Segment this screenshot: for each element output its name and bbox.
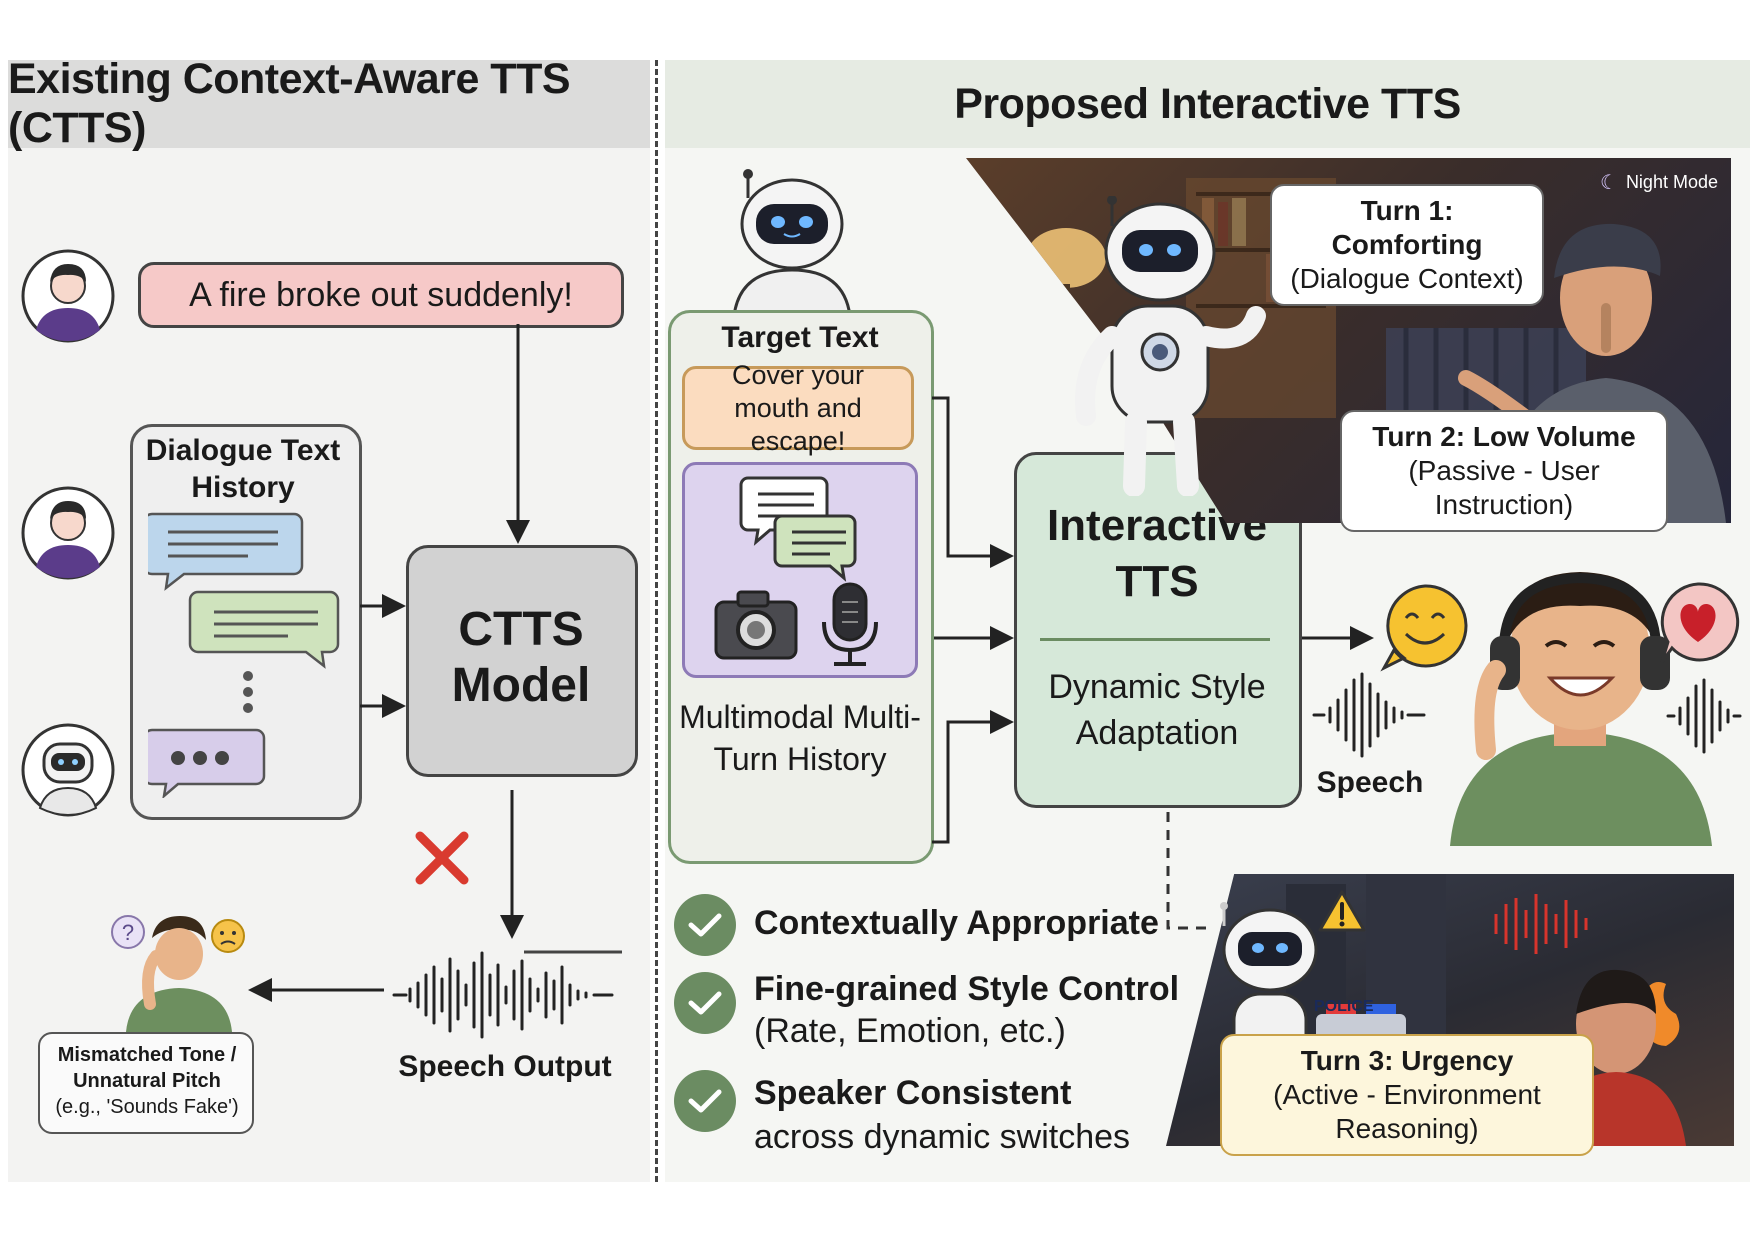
turn3-label: Turn 3: Urgency (Active - Environment Re… bbox=[1220, 1034, 1594, 1156]
speech-output-label: Speech Output bbox=[398, 1050, 612, 1083]
feature-2-detail: (Rate, Emotion, etc.) bbox=[754, 1012, 1066, 1050]
chat-history-bubbles bbox=[148, 512, 340, 798]
robot-icon bbox=[1220, 902, 1318, 1060]
turn2-label: Turn 2: Low Volume (Passive - User Instr… bbox=[1340, 410, 1668, 532]
ctts-model-label: CTTS Model bbox=[451, 603, 591, 712]
turn3-title: Turn 3: Urgency bbox=[1300, 1045, 1514, 1076]
night-mode-label: Night Mode bbox=[1625, 172, 1718, 192]
right-panel-header: Proposed Interactive TTS bbox=[665, 60, 1750, 148]
turn1-title: Turn 1: Comforting bbox=[1331, 195, 1483, 260]
feature-3-detail: across dynamic switches bbox=[754, 1118, 1131, 1156]
ctts-model-box bbox=[406, 545, 638, 777]
failure-note-line2: Unnatural Pitch bbox=[73, 1070, 221, 1092]
waveform-icon bbox=[1666, 678, 1742, 754]
turn1-label: Turn 1: Comforting (Dialogue Context) bbox=[1270, 184, 1544, 306]
target-text-value: Cover your mouth and escape! bbox=[682, 360, 914, 456]
night-mode-badge: ☾ Night Mode bbox=[1600, 170, 1718, 195]
multimodal-history-label: Multimodal Multi-Turn History bbox=[679, 699, 921, 777]
target-text-title: Target Text bbox=[721, 321, 879, 354]
turn2-title: Turn 2: Low Volume bbox=[1372, 421, 1636, 452]
speech-label: Speech bbox=[1316, 766, 1424, 799]
robot-icon bbox=[1075, 196, 1266, 496]
microphone-icon bbox=[822, 582, 878, 666]
left-panel-header: Existing Context-Aware TTS (CTTS) bbox=[8, 55, 650, 152]
headphones-person-icon bbox=[1450, 572, 1712, 846]
multimodal-icons bbox=[714, 476, 878, 666]
failure-note-line1: Mismatched Tone / bbox=[57, 1044, 237, 1066]
camera-icon bbox=[714, 590, 798, 660]
model-divider bbox=[1040, 638, 1270, 641]
interactive-tts-subtitle: Dynamic Style Adaptation bbox=[1048, 668, 1266, 752]
panel-divider bbox=[655, 60, 658, 1182]
police-label: POLICE bbox=[1314, 998, 1374, 1015]
cross-icon bbox=[415, 831, 469, 885]
user-utterance-bubble: A fire broke out suddenly! bbox=[138, 262, 624, 328]
heart-icon bbox=[1660, 582, 1740, 663]
check-icon bbox=[674, 1070, 736, 1132]
chat-icon bbox=[739, 476, 857, 582]
dialogue-history-title: Dialogue Text History bbox=[145, 434, 341, 504]
feature-1-title: Contextually Appropriate bbox=[754, 904, 1159, 942]
failure-note-box bbox=[38, 1032, 254, 1134]
warning-icon bbox=[1318, 890, 1366, 932]
waveform-icon bbox=[1312, 672, 1426, 758]
robot-icon bbox=[732, 169, 852, 316]
feature-3-title: Speaker Consistent bbox=[754, 1074, 1072, 1112]
smile-emoji-icon bbox=[1380, 584, 1468, 672]
turn1-detail: (Dialogue Context) bbox=[1290, 263, 1524, 294]
check-icon bbox=[674, 972, 736, 1034]
feature-2-title: Fine-grained Style Control bbox=[754, 970, 1180, 1008]
waveform-icon bbox=[392, 951, 614, 1039]
user-avatar-icon bbox=[21, 486, 115, 580]
turn3-detail: (Active - Environment Reasoning) bbox=[1273, 1079, 1541, 1144]
turn2-detail: (Passive - User Instruction) bbox=[1408, 455, 1600, 520]
user-avatar-icon bbox=[21, 249, 115, 343]
svg-text:?: ? bbox=[122, 920, 134, 945]
confused-person-icon: ? bbox=[111, 915, 245, 1032]
failure-note-line3: (e.g., 'Sounds Fake') bbox=[55, 1096, 239, 1118]
robot-avatar-icon bbox=[21, 723, 115, 817]
moon-icon: ☾ bbox=[1600, 172, 1618, 194]
check-icon bbox=[674, 894, 736, 956]
